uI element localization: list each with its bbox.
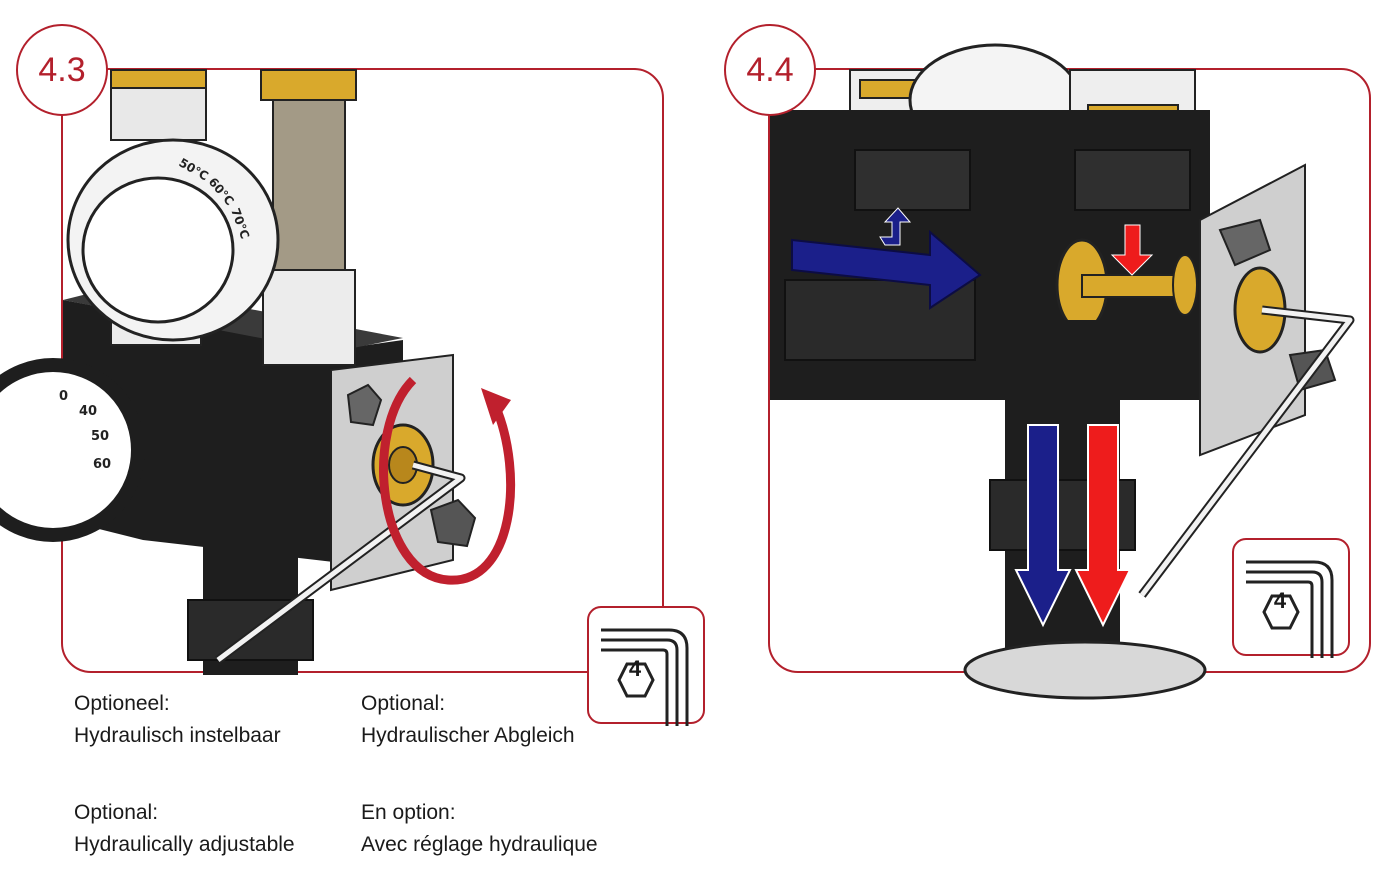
flow-arrow-icon — [791, 229, 982, 310]
pump-housing — [963, 640, 1207, 700]
hex-key-icon — [601, 628, 689, 726]
caption-heading: Optional: — [74, 801, 159, 824]
caption-dutch: Optioneel: Hydraulisch instelbaar — [74, 688, 281, 752]
caption-english: Optional: Hydraulically adjustable — [74, 797, 295, 861]
hex-key-icon — [1246, 560, 1334, 658]
caption-text: Hydraulically adjustable — [74, 833, 295, 856]
caption-text: Avec réglage hydraulique — [361, 833, 598, 856]
hex-key-size-icon: 4 — [1232, 538, 1350, 658]
svg-text:60: 60 — [93, 457, 111, 472]
flow-arrow-icon — [1074, 424, 1132, 628]
flow-arrow-icon — [879, 207, 912, 246]
caption-text: Hydraulischer Abgleich — [361, 724, 575, 747]
thermometer-gauge — [0, 358, 145, 542]
svg-text:40: 40 — [79, 404, 97, 419]
flow-arrow-icon — [1110, 224, 1154, 276]
caption-german: Optional: Hydraulischer Abgleich — [361, 688, 575, 752]
rotation-arrow-icon — [379, 376, 515, 585]
caption-heading: Optional: — [361, 692, 446, 715]
step-number-badge: 4.4 — [724, 24, 816, 116]
manifold-flow-illustration — [770, 43, 1355, 700]
svg-text:50: 50 — [91, 429, 109, 444]
hex-key-size-label: 4 — [628, 656, 642, 681]
manifold-rotate-illustration: 50°C 60°C 70°C 0 40 50 60 — [0, 69, 515, 675]
caption-text: Hydraulisch instelbaar — [74, 724, 281, 747]
step-4-3-illustration: 50°C 60°C 70°C 0 40 50 60 — [0, 68, 705, 726]
step-4-4-illustration: 4 — [768, 43, 1371, 700]
caption-heading: Optioneel: — [74, 692, 170, 715]
hex-key-size-icon: 4 — [587, 606, 705, 726]
manifold-body — [63, 300, 403, 570]
step-number-badge: 4.3 — [16, 24, 108, 116]
caption-french: En option: Avec réglage hydraulique — [361, 797, 598, 861]
flow-arrow-icon — [1014, 424, 1072, 628]
caption-heading: En option: — [361, 801, 456, 824]
svg-text:0: 0 — [59, 389, 68, 404]
brass-nut — [260, 69, 357, 101]
brass-nut — [110, 69, 207, 89]
hex-key-size-label: 4 — [1273, 588, 1287, 613]
